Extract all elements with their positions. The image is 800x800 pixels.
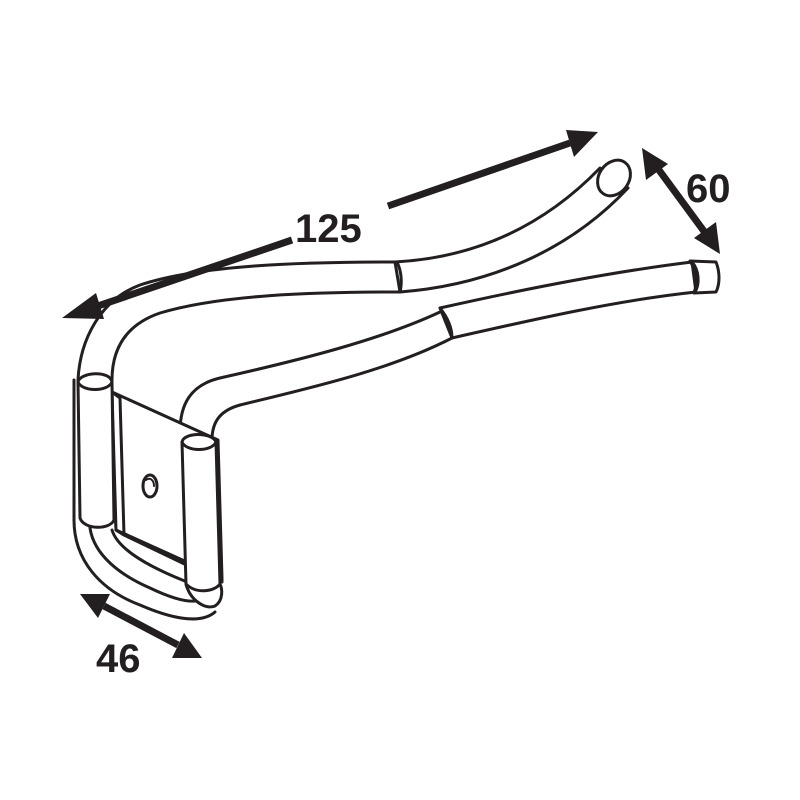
depth-arrow-line	[653, 163, 709, 237]
width-arrowhead-right	[172, 633, 202, 658]
depth-label: 60	[686, 167, 731, 211]
length-arrow-line-right	[386, 139, 572, 210]
rear-arm	[76, 158, 632, 382]
front-arm	[178, 259, 721, 442]
depth-arrowhead-top	[642, 148, 668, 180]
width-arrowhead-left	[80, 594, 110, 618]
length-label: 125	[295, 207, 362, 251]
hook-frame	[72, 372, 224, 621]
length-arrow-line-left	[90, 236, 294, 312]
length-arrowhead-right	[566, 130, 598, 157]
dimension-length: 125	[62, 130, 598, 319]
width-label: 46	[96, 637, 141, 681]
length-arrowhead-left	[62, 293, 104, 319]
depth-arrowhead-bottom	[694, 222, 720, 254]
dimension-width: 46	[80, 594, 202, 681]
width-arrow-line	[102, 602, 180, 649]
dimension-depth: 60	[642, 148, 731, 254]
